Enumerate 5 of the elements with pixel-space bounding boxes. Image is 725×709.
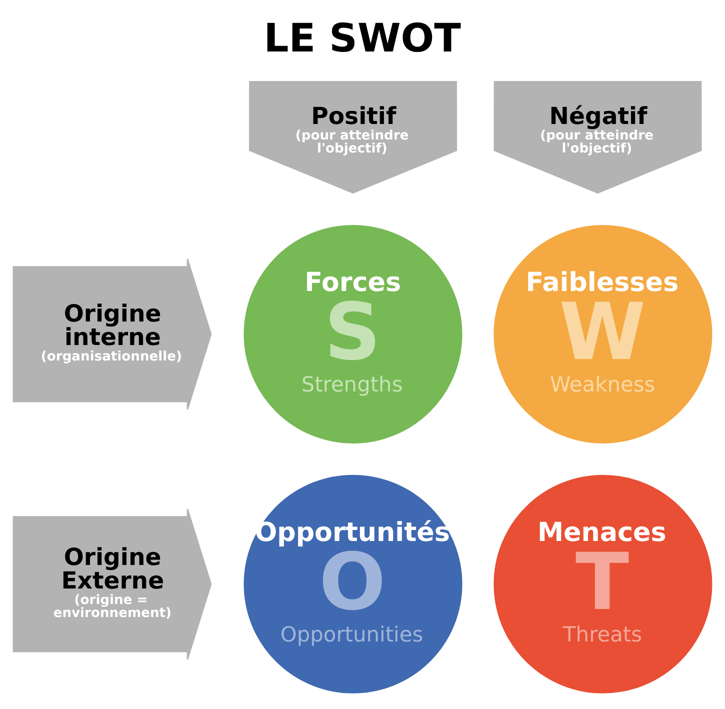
node-circle: Menaces T Threats bbox=[494, 474, 712, 694]
node-circle: Faiblesses W Weakness bbox=[494, 224, 712, 444]
node-circle: Opportunités O Opportunities bbox=[244, 474, 462, 694]
diagram-title: LE SWOT bbox=[264, 16, 461, 62]
node-circle: Forces S Strengths bbox=[244, 224, 462, 444]
